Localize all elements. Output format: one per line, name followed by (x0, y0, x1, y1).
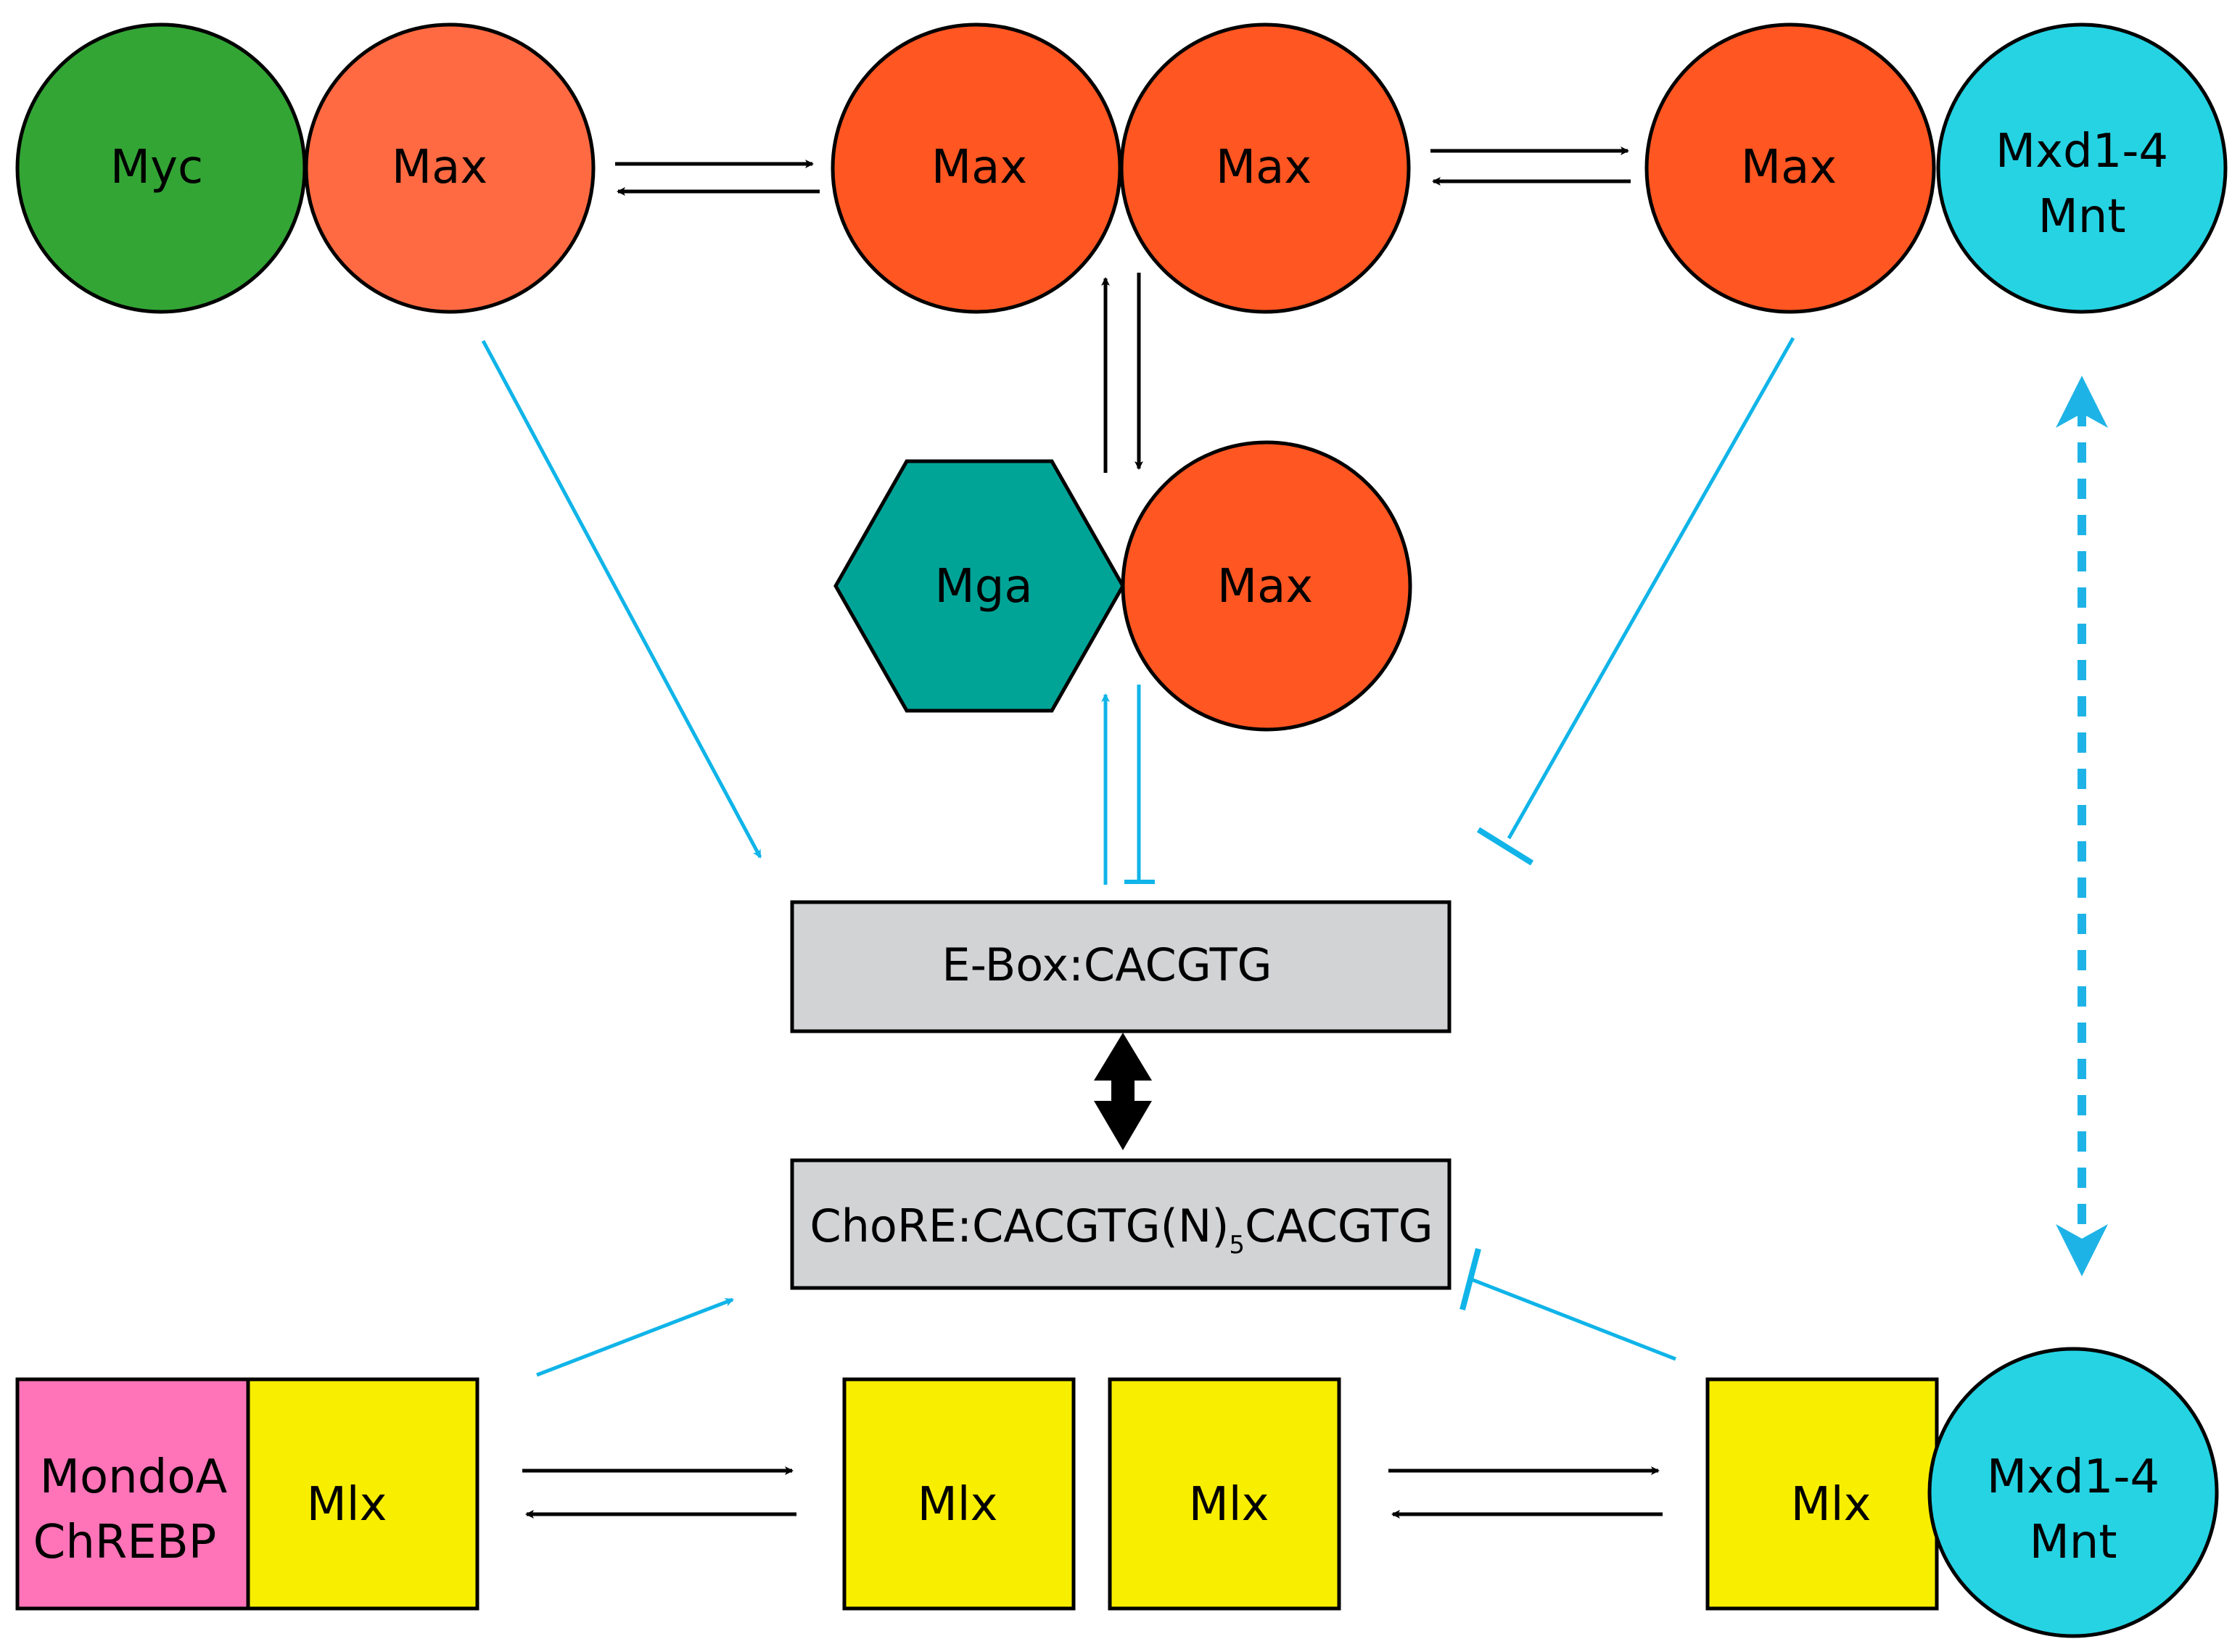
mxd-node-bottom (1927, 1347, 2219, 1638)
mga-label: Mga (934, 560, 1032, 614)
dashed-arrow-head-up (2056, 376, 2108, 428)
max-node-4 (1644, 22, 1936, 314)
chore-rect (790, 1158, 1452, 1290)
max-label-3: Max (1216, 141, 1312, 194)
mlx-label-3: Mlx (1189, 1478, 1269, 1532)
mlx-node-4 (1705, 1377, 1939, 1611)
chore-prefix: ChoRE:CACGTG(N) (810, 1199, 1229, 1252)
ebox-label: E-Box:CACGTG (942, 938, 1272, 991)
mxd-top-label-line2: Mnt (2038, 190, 2126, 244)
chore-element: ChoRE:CACGTG(N)5CACGTG (790, 1158, 1452, 1290)
equilibrium-arrows-top-left (615, 160, 820, 196)
activation-arrow-mycmax-to-ebox (481, 339, 762, 859)
inhibition-bar (1476, 827, 1534, 866)
max-label-4: Max (1741, 141, 1837, 194)
inhibition-line (1507, 336, 1795, 840)
inhibition-maxmxd-to-ebox (1476, 336, 1795, 866)
mlx-label-1: Mlx (307, 1478, 387, 1532)
inhibition-bar (1459, 1247, 1481, 1311)
mlx-label-2: Mlx (918, 1478, 998, 1532)
mxd-top-label-line1: Mxd1-4 (1996, 125, 2168, 178)
inhibition-line (1470, 1277, 1676, 1361)
mxd-bottom-label-line2: Mnt (2030, 1516, 2117, 1569)
max-label-2: Max (931, 141, 1027, 194)
max-label-1: Max (392, 141, 487, 194)
ebox-element: E-Box:CACGTG (790, 900, 1452, 1033)
mxd-bottom-label-line1: Mxd1-4 (1987, 1450, 2159, 1504)
mlx-node-3 (1108, 1377, 1341, 1611)
inhibition-mlxmxd-to-chore (1459, 1247, 1676, 1361)
mlx-mxd-complex: Mlx Mxd1-4 Mnt (1705, 1347, 2219, 1638)
double-arrow-shape (1094, 1033, 1152, 1150)
max-node-1 (304, 22, 596, 314)
myc-label: Myc (110, 141, 203, 194)
mlx-mlx-complex: Mlx Mlx (842, 1377, 1341, 1611)
mondo-mlx-complex: MondoA ChREBP Mlx (15, 1377, 479, 1611)
dashed-bidirectional-arrow (2056, 376, 2108, 1276)
ebox-mga-interactions (1101, 685, 1155, 885)
chore-subscript: 5 (1229, 1231, 1245, 1260)
mondo-label-line2: ChREBP (33, 1516, 217, 1569)
mlx-node-2 (842, 1377, 1076, 1611)
mxd-node-top (1936, 22, 2228, 314)
mlx-node-1 (246, 1377, 479, 1611)
dashed-arrow-head-down (2056, 1224, 2108, 1276)
activation-arrow-mondo-to-chore (536, 1297, 734, 1377)
equilibrium-arrows-bottom-left (522, 1466, 796, 1519)
max-mxd-complex: Max Mxd1-4 Mnt (1644, 22, 2228, 314)
myc-max-complex: Myc Max (15, 22, 596, 314)
chore-label: ChoRE:CACGTG(N)5CACGTG (810, 1199, 1433, 1260)
equilibrium-arrows-vertical (1101, 273, 1143, 473)
mga-max-complex: Mga Max (833, 440, 1412, 732)
double-arrow-ebox-chore (1094, 1033, 1152, 1150)
max-mga-label: Max (1217, 560, 1313, 614)
max-node-3 (1119, 22, 1411, 314)
mlx-label-4: Mlx (1791, 1478, 1872, 1532)
mondo-label-line1: MondoA (40, 1450, 228, 1504)
max-max-complex: Max Max (831, 22, 1411, 314)
max-mga-node (1121, 440, 1412, 732)
chore-suffix: CACGTG (1245, 1199, 1433, 1252)
ebox-rect (790, 900, 1452, 1033)
equilibrium-arrows-top-right (1430, 146, 1631, 186)
equilibrium-arrows-bottom-right (1388, 1466, 1663, 1519)
